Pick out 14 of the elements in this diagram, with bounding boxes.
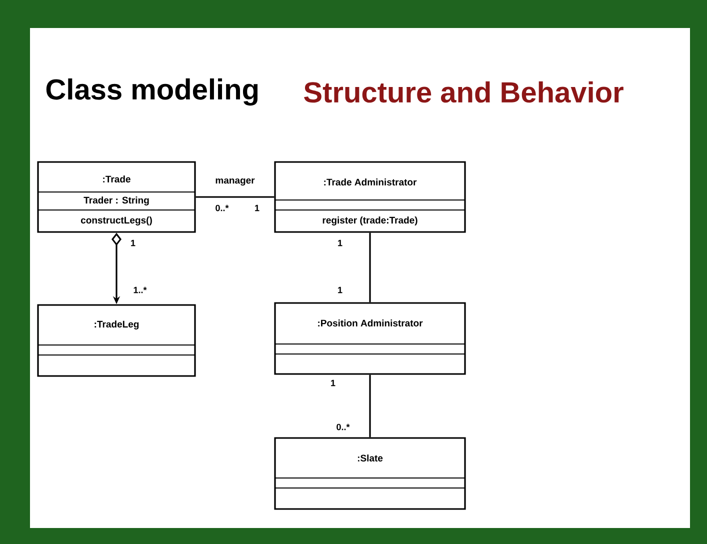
class-box: :TradeLeg [37, 304, 196, 377]
class-box: :Position Administrator [274, 302, 466, 375]
class-box: :Trade Trader : String constructLegs() [37, 161, 196, 233]
multiplicity-label: 1..* [134, 286, 147, 294]
association-line [196, 196, 274, 198]
class-box: :Slate [274, 437, 466, 510]
multiplicity-label: 1 [255, 204, 260, 212]
association-line [369, 374, 371, 438]
title: Class modeling [46, 78, 258, 106]
multiplicity-label: 1 [338, 286, 342, 294]
multiplicity-label: 0..* [216, 204, 229, 212]
subtitle: Structure and Behavior [304, 81, 624, 103]
association-line [369, 232, 371, 302]
class-box: :Trade Administrator register (trade:Trade) [274, 161, 466, 233]
